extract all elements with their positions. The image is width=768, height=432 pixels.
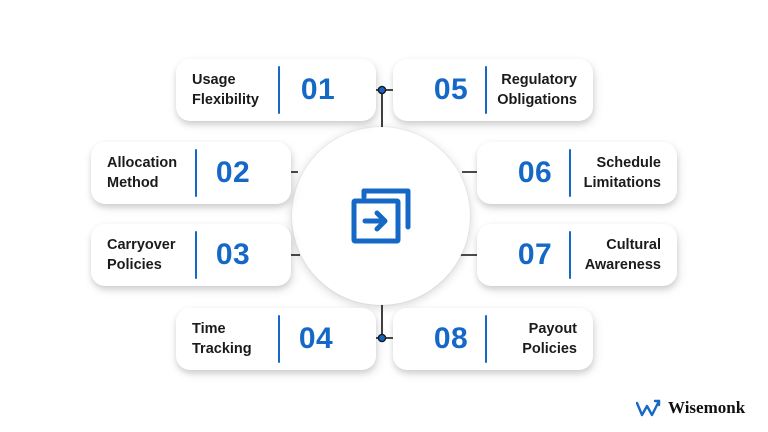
item-number-05: 05 [433,73,469,106]
brand-name: Wisemonk [668,398,746,417]
item-divider-06 [569,149,571,197]
wisemonk-logo-icon [636,399,661,417]
item-divider-08 [485,315,487,363]
item-label-07-line2: Awareness [584,257,661,273]
item-divider-01 [278,66,280,114]
item-label-05-line2: Obligations [497,92,577,108]
item-label-07-line1: Cultural [606,237,661,253]
item-divider-07 [569,231,571,279]
item-label-06-line2: Limitations [583,175,661,191]
item-number-04: 04 [298,322,334,355]
brand: Wisemonk [636,396,745,420]
item-number-06: 06 [517,156,553,189]
item-label-05-line1: Regulatory [501,72,577,88]
item-divider-05 [485,66,487,114]
item-label-02-line1: Allocation [107,155,178,171]
exchange-arrow-icon [351,188,411,244]
item-number-07: 07 [517,238,553,271]
item-divider-03 [195,231,197,279]
dot-top-center [377,85,387,95]
item-label-03-line1: Carryover [107,237,176,253]
item-label-08-line1: Payout [528,321,577,337]
item-label-03-line2: Policies [107,257,162,273]
item-number-08: 08 [433,322,469,355]
item-divider-04 [278,315,280,363]
item-number-01: 01 [300,73,336,106]
item-label-04-line2: Tracking [192,341,252,357]
item-divider-02 [195,149,197,197]
item-label-01-line1: Usage [192,72,236,88]
item-label-06-line1: Schedule [596,155,661,171]
item-label-01-line2: Flexibility [192,92,259,108]
item-number-03: 03 [215,238,251,271]
dot-bottom-center [377,333,387,343]
item-label-02-line2: Method [107,175,159,191]
item-label-04-line1: Time [192,321,226,337]
item-number-02: 02 [215,156,251,189]
item-label-08-line2: Policies [522,341,577,357]
